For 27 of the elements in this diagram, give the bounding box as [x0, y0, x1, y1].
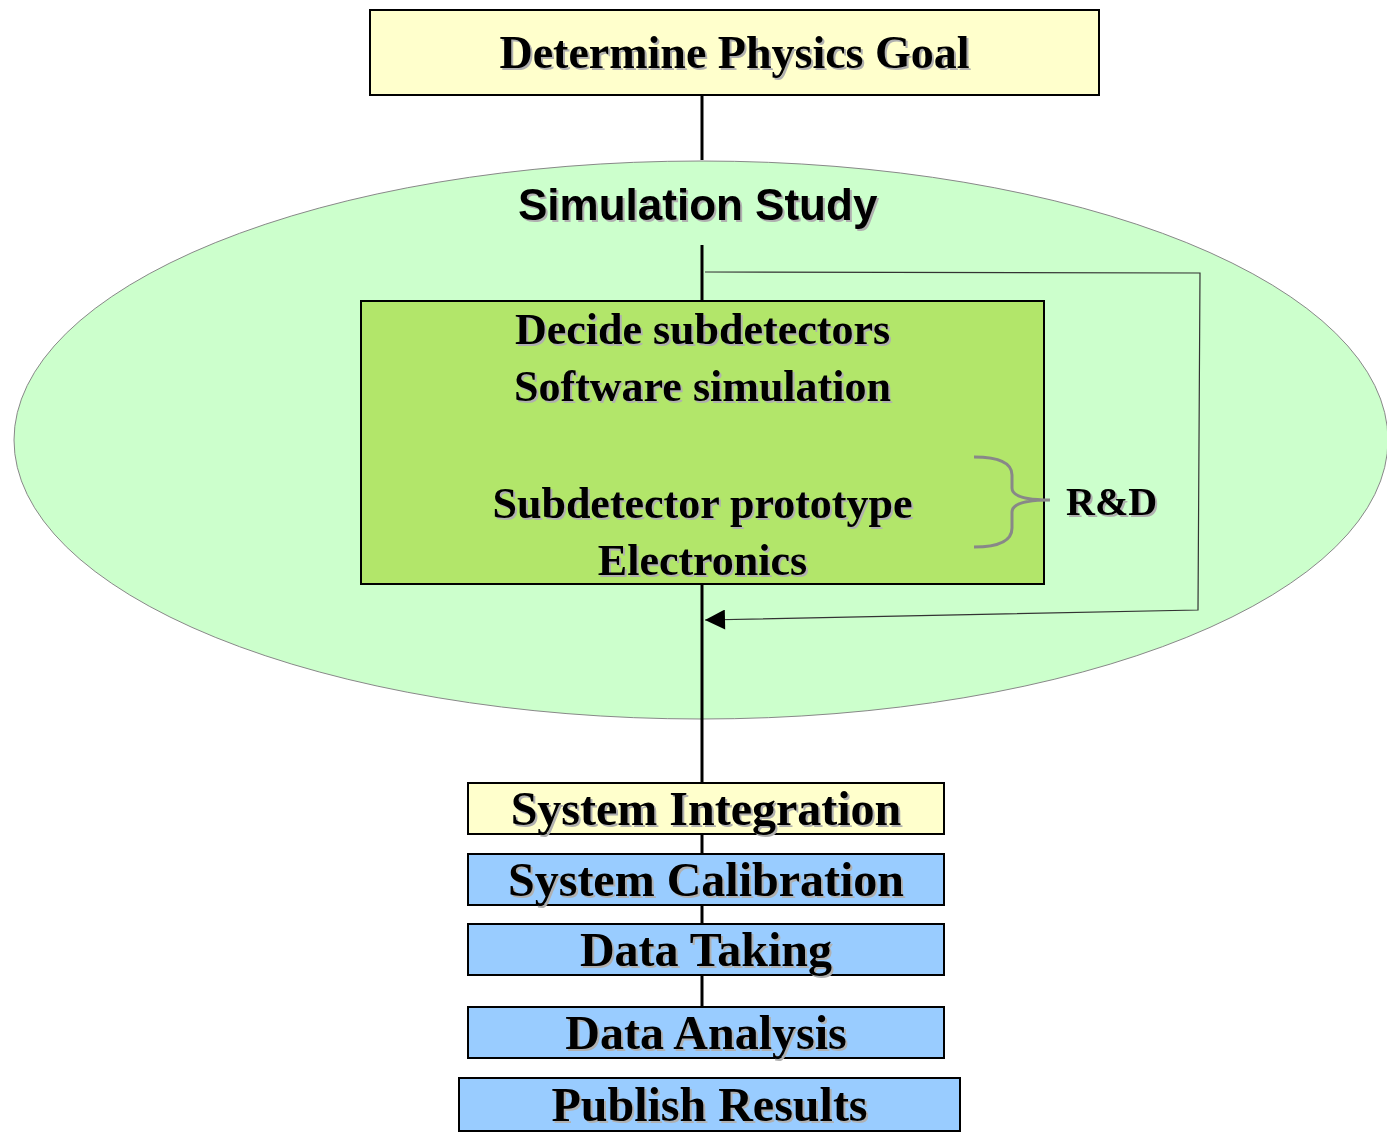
process-box [369, 9, 1100, 96]
process-box [458, 1077, 961, 1132]
region-heading: Simulation Study [518, 180, 878, 230]
box-text: Software simulation [514, 361, 891, 413]
connector-line [700, 835, 704, 853]
process-box [467, 782, 945, 835]
box-text: Data Analysis [565, 1007, 847, 1058]
connector-line [700, 96, 704, 160]
process-box [360, 300, 1045, 585]
box-text: Determine Physics Goal [499, 27, 970, 78]
bracket-label: R&D [1066, 478, 1158, 525]
connector-line [700, 585, 704, 782]
box-text: Publish Results [551, 1079, 868, 1130]
box-text: Electronics [597, 535, 808, 587]
box-text: Subdetector prototype [492, 478, 913, 530]
box-text: System Calibration [508, 854, 904, 905]
connector-line [700, 245, 704, 300]
ellipse-region [13, 160, 1387, 720]
box-text: Decide subdetectors [514, 304, 891, 356]
box-text: Data Taking [579, 924, 833, 975]
connector-line [700, 976, 704, 1006]
box-text: System Integration [510, 783, 902, 834]
feedback-arrow [704, 271, 1201, 630]
process-box [467, 923, 945, 976]
connector-line [700, 906, 704, 923]
process-box [467, 1006, 945, 1059]
process-box [467, 853, 945, 906]
